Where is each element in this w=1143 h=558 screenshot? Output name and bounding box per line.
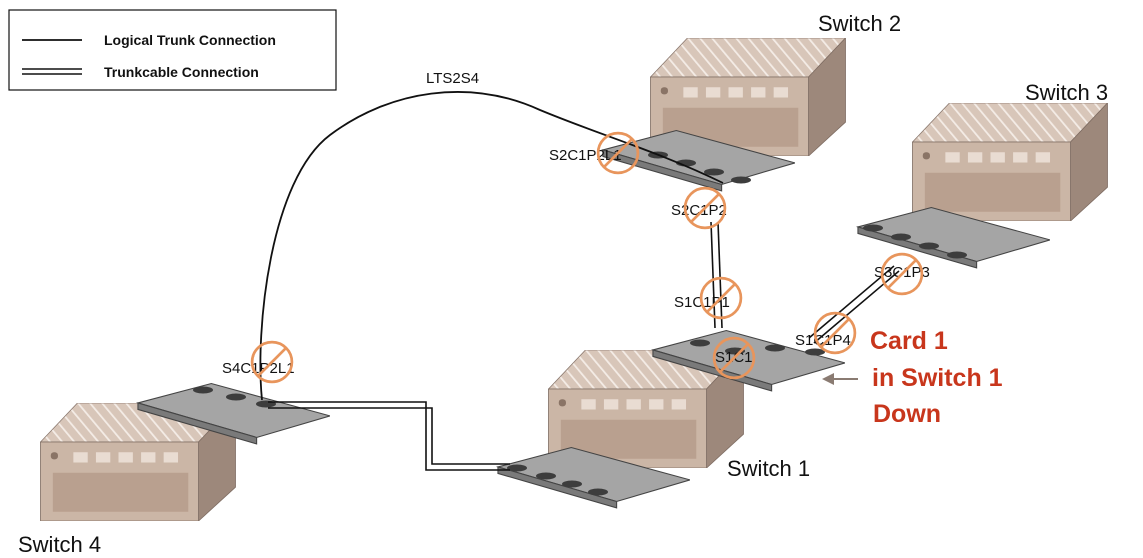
card-down-alert: Card 1 in Switch 1 Down xyxy=(870,327,1003,428)
alert-line-2: in Switch 1 xyxy=(872,364,1003,392)
legend-box xyxy=(8,9,337,91)
switch-3-label: Switch 3 xyxy=(1025,80,1108,105)
alert-line-1: Card 1 xyxy=(870,327,948,355)
port-label-s4c1p2l1: S4C1P2L1 xyxy=(222,360,295,377)
legend-logical-label: Logical Trunk Connection xyxy=(104,32,276,48)
trunk-label-lts2s4: LTS2S4 xyxy=(426,70,479,87)
legend-cable-label: Trunkcable Connection xyxy=(104,64,259,80)
switch-3-card xyxy=(857,206,1050,269)
alert-arrow-icon xyxy=(822,373,858,385)
switch-4-label: Switch 4 xyxy=(18,532,101,557)
switch-1-label: Switch 1 xyxy=(727,456,810,481)
port-label-s2c1p2l1: S2C1P2L1 xyxy=(549,147,622,164)
legend-cable-line xyxy=(22,68,82,75)
port-label-s2c1p2: S2C1P2 xyxy=(671,202,727,219)
switch-2-label: Switch 2 xyxy=(818,11,901,36)
switch-1-card-2 xyxy=(497,446,690,509)
port-label-s1c1p4: S1C1P4 xyxy=(795,332,851,349)
trunkcable-s4-s1 xyxy=(268,401,510,471)
legend: Logical Trunk Connection Trunkcable Conn… xyxy=(8,9,337,91)
switch-1-card-1 xyxy=(652,329,845,392)
logical-trunk-line xyxy=(259,91,724,401)
alert-line-3: Down xyxy=(873,400,941,428)
trunkcable-s2-s1 xyxy=(710,221,723,329)
switch-3-chassis xyxy=(912,103,1108,221)
